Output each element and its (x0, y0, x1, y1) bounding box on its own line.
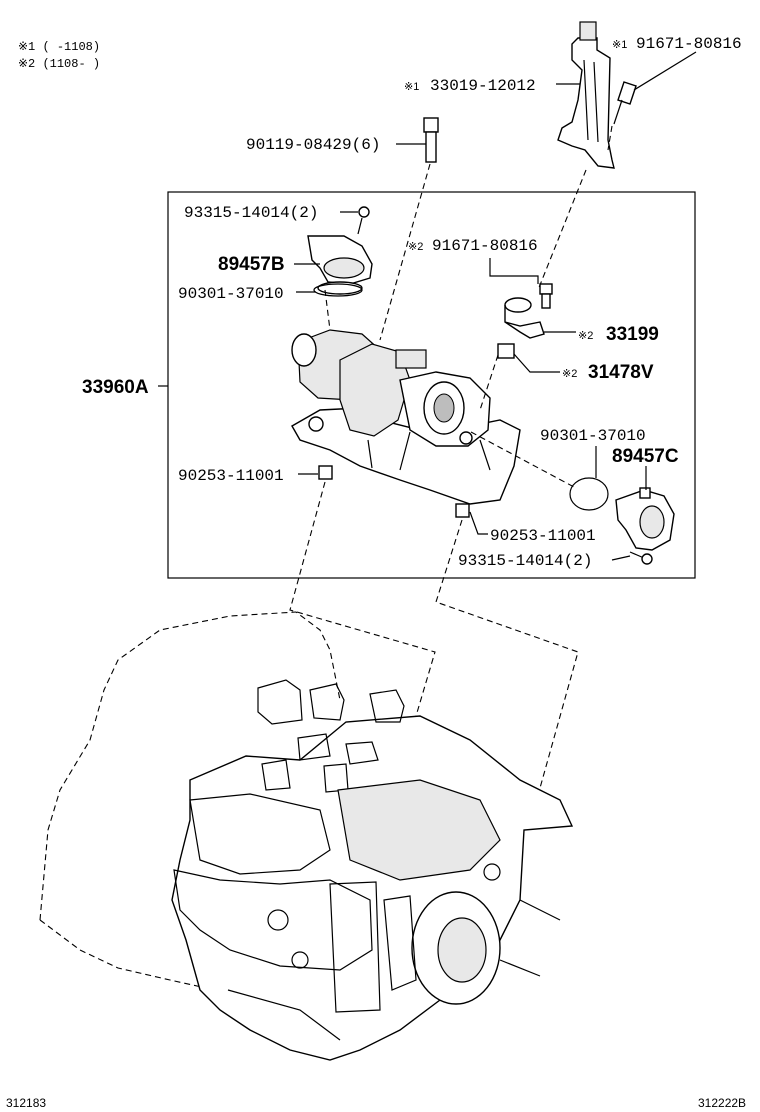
actuator-body-33960a (291, 329, 521, 505)
bushing-90253-right (455, 503, 470, 518)
label-33019: 33019-12012 (430, 77, 536, 95)
label-90119: 90119-08429(6) (246, 136, 380, 154)
screw-93315-top (357, 206, 370, 235)
bushing-90253-left (318, 465, 333, 480)
footer-right-code: 312222B (698, 1096, 746, 1110)
bracket-33199 (504, 297, 545, 339)
note-2: ※2 (1108- ) (18, 57, 100, 71)
label-91671-top: 91671-80816 (636, 35, 742, 53)
label-33199-mark: ※2 (578, 330, 593, 342)
sensor-89457b (307, 235, 373, 295)
label-90301-left: 90301-37010 (178, 285, 284, 303)
label-91671-mid: 91671-80816 (432, 237, 538, 255)
o-ring-90301-left (313, 283, 363, 297)
bracket-33019 (557, 21, 615, 169)
label-33960a: 33960A (82, 377, 149, 398)
label-89457c: 89457C (612, 446, 679, 467)
footer-left-code: 312183 (6, 1096, 46, 1110)
label-33199: 33199 (606, 324, 659, 345)
label-89457b: 89457B (218, 254, 285, 275)
label-93315-bottom: 93315-14014(2) (458, 552, 592, 570)
label-93315-top: 93315-14014(2) (184, 204, 318, 222)
label-33019-mark: ※1 (404, 81, 419, 93)
bolt-91671-mid (539, 283, 553, 309)
note-1: ※1 ( -1108) (18, 40, 100, 54)
label-91671-top-mark: ※1 (612, 39, 627, 51)
assembly-box (167, 191, 696, 579)
label-31478v-mark: ※2 (562, 368, 577, 380)
transmission-housing (39, 611, 574, 1061)
leader-lines (158, 51, 697, 561)
label-91671-mid-mark: ※2 (408, 241, 423, 253)
label-90253-left: 90253-11001 (178, 467, 284, 485)
label-90253-right: 90253-11001 (490, 527, 596, 545)
label-90301-right: 90301-37010 (540, 427, 646, 445)
alignment-lines (289, 125, 613, 789)
sensor-89457c (615, 487, 675, 551)
label-31478v: 31478V (588, 362, 654, 383)
bolt-91671-top (613, 81, 637, 125)
o-ring-90301-right (569, 477, 609, 511)
bushing-31478v (497, 343, 515, 359)
bolt-90119 (423, 117, 439, 163)
screw-93315-bottom (629, 551, 653, 565)
